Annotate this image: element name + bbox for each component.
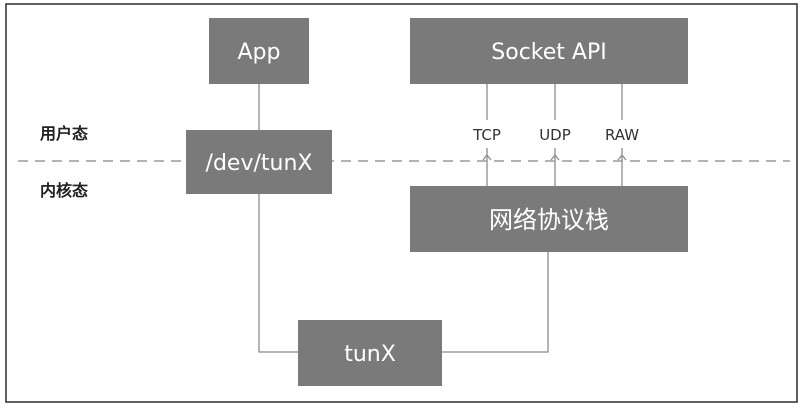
socket-api-box: Socket API [410,18,688,84]
dev-tunx-box-label: /dev/tunX [206,151,313,176]
app-box-label: App [238,40,281,65]
kernel-space-label: 内核态 [40,181,88,200]
dev-tunx-box: /dev/tunX [186,130,332,194]
socket-api-box-label: Socket API [491,40,606,65]
protocol-stack-box: 网络协议栈 [410,186,688,252]
tunx-box: tunX [298,320,442,386]
diagram-frame [5,3,798,403]
udp-label: UDP [539,126,571,144]
app-box: App [209,18,309,84]
user-space-label: 用户态 [40,124,88,143]
protocol-stack-box-label: 网络协议栈 [489,206,609,234]
connector-tunx-to-stack [442,252,549,353]
tcp-label: TCP [472,126,501,144]
connector-dev-to-tunx [258,194,298,353]
tunx-box-label: tunX [344,342,396,367]
tcp-arrow-icon [482,153,492,161]
udp-arrow-icon [550,153,560,161]
raw-label: RAW [605,126,639,144]
raw-arrow-icon [617,153,627,161]
